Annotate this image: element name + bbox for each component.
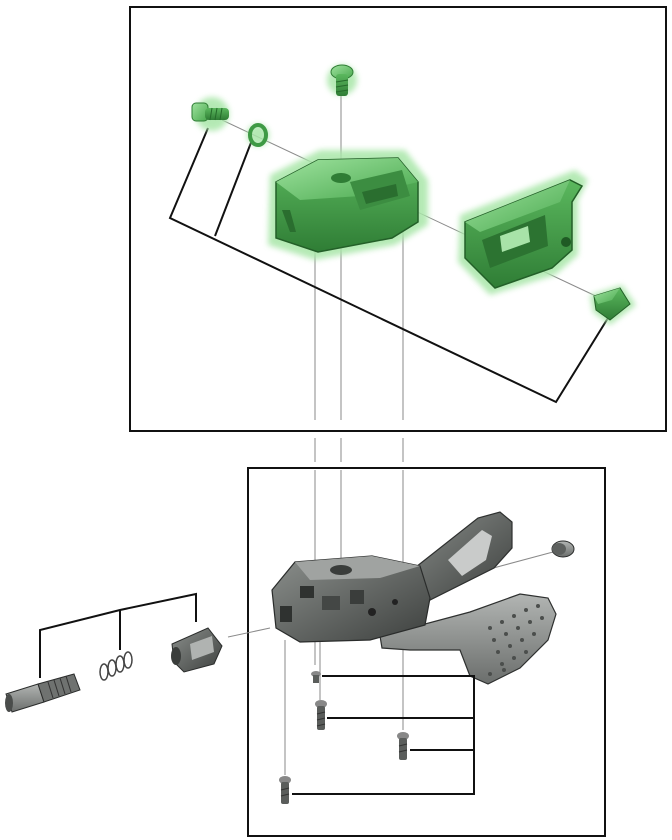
adjuster-leader-lines — [39, 592, 197, 678]
end-cap: cap — [551, 540, 575, 558]
small-screw-2: screw — [315, 700, 327, 730]
small-screw-3: screw — [397, 732, 409, 760]
lower-frame — [247, 467, 606, 837]
lever-assembly-group: lever cap — [271, 511, 575, 804]
washer-ring: washer — [248, 123, 268, 147]
small-screw-1: screw — [311, 671, 321, 683]
left-bolt: bolt — [191, 102, 229, 122]
spring: spring — [99, 651, 133, 681]
top-bolt: bolt — [330, 64, 354, 96]
screw-leader-lines — [292, 675, 475, 795]
small-screw-4: screw — [279, 776, 291, 804]
end-nut: nut — [593, 287, 631, 321]
lever-body: lever — [271, 511, 557, 685]
upper-frame — [129, 6, 667, 432]
main-housing-cover: housing — [275, 157, 419, 253]
upper-leader-lines — [168, 127, 609, 404]
cable-nut: nut — [171, 627, 223, 673]
adjuster-group: barrel adjuster spring nut — [5, 592, 223, 713]
upper-housing-group: bolt bolt washer — [191, 64, 636, 325]
clamp-bracket: bracket — [464, 179, 584, 289]
barrel-adjuster: barrel adjuster — [5, 673, 81, 713]
